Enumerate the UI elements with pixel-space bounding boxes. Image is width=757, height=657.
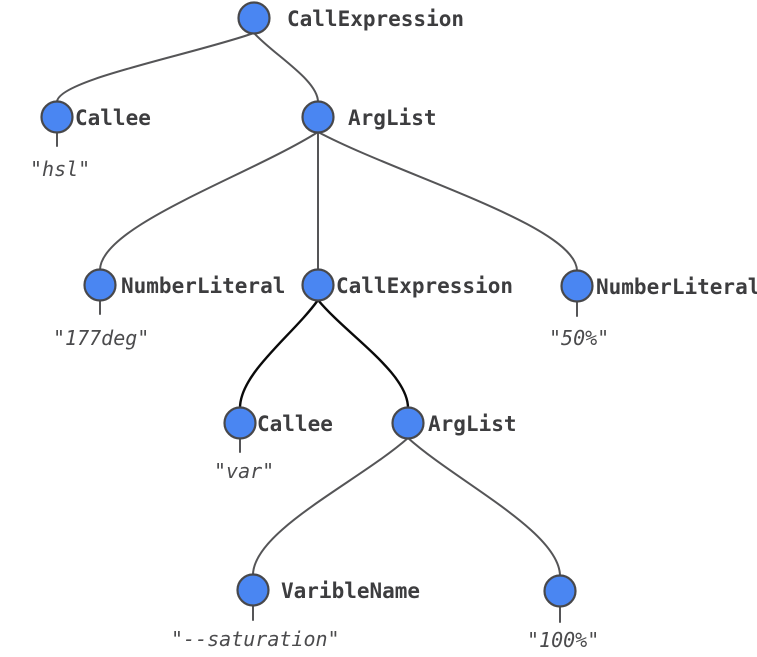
node-label-arglist-outer: ArgList	[348, 106, 437, 130]
node-circle-numberliteral-50	[560, 269, 594, 303]
node-value-100-percent: "100%"	[527, 628, 599, 652]
node-label-arglist-inner: ArgList	[428, 412, 517, 436]
node-value-var: "var"	[214, 459, 274, 483]
node-value-50-percent: "50%"	[549, 326, 609, 350]
node-label-callee-var: Callee	[257, 412, 333, 436]
edge-arglist2-to-variblename	[252, 437, 409, 576]
node-circle-callee-var	[223, 406, 257, 440]
node-circle-callexpression-inner	[301, 268, 335, 302]
node-value-177deg: "177deg"	[53, 326, 149, 350]
edge-arglist-to-numberliteral-right	[317, 131, 578, 272]
edge-root-to-arglist	[253, 32, 319, 103]
node-label-callexpression-root: CallExpression	[287, 7, 464, 31]
node-circle-arglist-inner	[391, 406, 425, 440]
node-label-numberliteral-50: NumberLiteral	[596, 275, 757, 299]
node-label-callee-hsl: Callee	[75, 106, 151, 130]
node-circle-arglist-outer	[301, 100, 335, 134]
edge-root-to-callee	[56, 32, 255, 103]
edge-arglist2-to-fallback	[407, 437, 561, 577]
node-label-callexpression-inner: CallExpression	[336, 274, 513, 298]
edge-callexpression2-to-callee	[238, 298, 320, 410]
node-circle-callee-hsl	[40, 100, 74, 134]
node-label-variblename: VaribleName	[281, 579, 420, 603]
node-circle-numberliteral-177deg	[83, 268, 117, 302]
node-value-hsl: "hsl"	[30, 157, 90, 181]
node-value-saturation: "--saturation"	[171, 627, 340, 651]
node-label-numberliteral-177deg: NumberLiteral	[121, 274, 285, 298]
edge-arglist-to-numberliteral-left	[99, 131, 319, 271]
node-circle-callexpression-root	[237, 1, 271, 35]
node-circle-variblename	[236, 573, 270, 607]
node-circle-fallback-value	[543, 574, 577, 608]
edge-callexpression2-to-arglist2	[316, 298, 410, 410]
